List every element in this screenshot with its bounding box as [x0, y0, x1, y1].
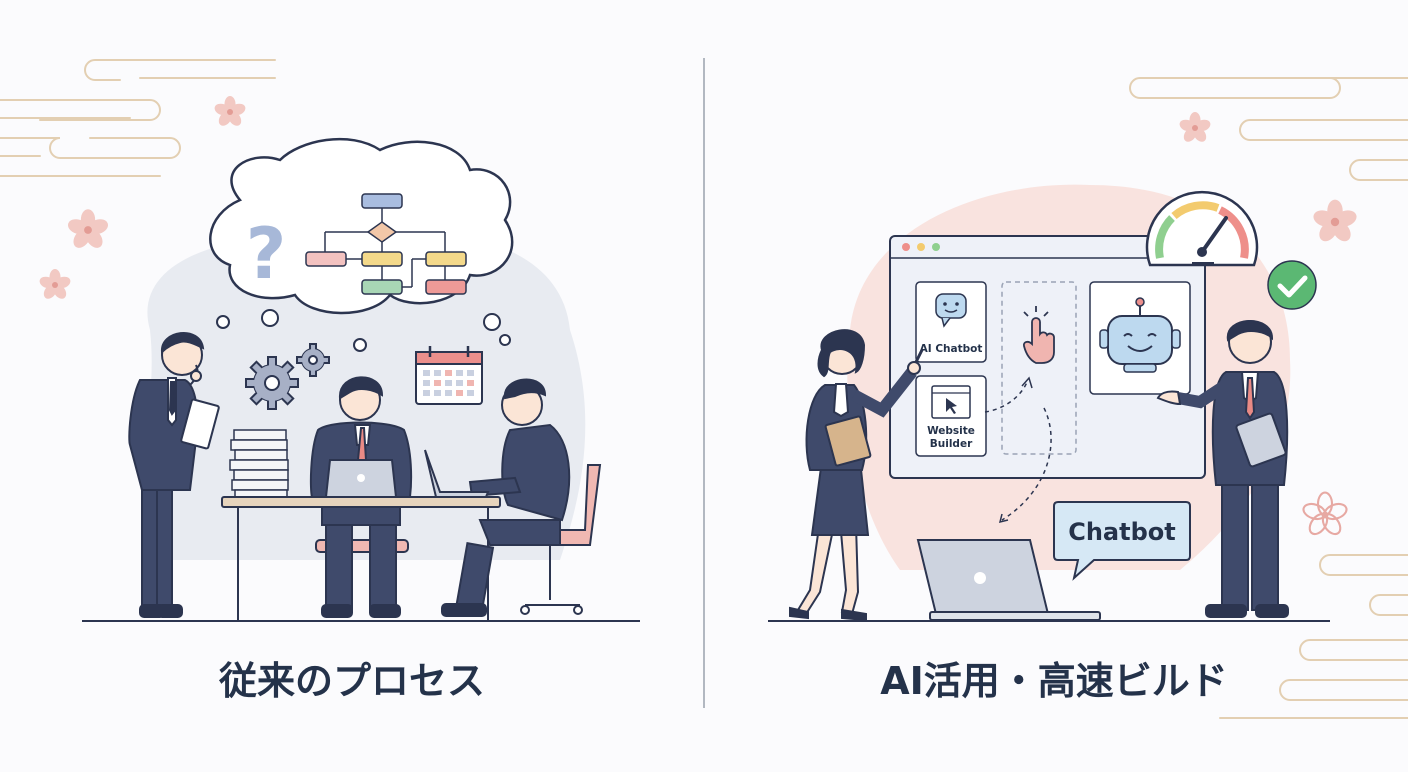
flowchart-step-2 [361, 251, 403, 267]
calendar-icon [415, 346, 483, 405]
left-panel: ? [82, 137, 640, 703]
gear-icon [245, 343, 330, 410]
website-builder-card: Website Builder [915, 375, 987, 457]
robot-card [1089, 281, 1191, 395]
sakura-flower-1 [213, 96, 247, 129]
dashed-arrow-up [984, 379, 1029, 413]
sakura-flower-5 [1311, 199, 1359, 245]
flowchart-step-1 [305, 251, 347, 267]
chatbot-speech-bubble: Chatbot [1053, 501, 1191, 581]
sakura-flower-6 [1300, 491, 1350, 539]
ai-chatbot-label: AI Chatbot [920, 343, 983, 355]
website-builder-label-2: Builder [930, 438, 973, 450]
question-mark: ? [246, 213, 287, 295]
thought-cloud [209, 137, 514, 352]
sakura-flower-3 [38, 269, 72, 302]
businessman-presenting [1156, 320, 1289, 618]
caption-left: 従来のプロセス [218, 659, 485, 703]
chatbot-bubble-text: Chatbot [1068, 518, 1176, 546]
pointer-hand-icon [1022, 306, 1055, 364]
flowchart-start [361, 193, 403, 209]
paper-stack [229, 429, 289, 499]
person-sitting-right [424, 378, 602, 617]
person-standing-thinking [128, 332, 220, 618]
flowchart-step-4 [361, 279, 403, 295]
caption-right: AI活用・高速ビルド [880, 659, 1228, 703]
laptop [916, 539, 1101, 621]
sakura-flower-2 [66, 209, 110, 252]
sakura-flower-4 [1178, 112, 1212, 145]
businesswoman [789, 329, 924, 622]
dashed-arrow-down [1001, 407, 1052, 521]
ai-chatbot-card: AI Chatbot [915, 281, 987, 363]
website-builder-label-1: Website [927, 425, 975, 437]
decor-cloud-right [1129, 77, 1408, 719]
flowchart-step-3 [425, 251, 467, 267]
flowchart-diagram [305, 193, 467, 295]
check-icon [1267, 260, 1317, 310]
person-sitting-center [309, 376, 413, 618]
right-panel: AI Chatbot Website Builder [768, 184, 1330, 703]
decor-cloud-left [0, 59, 276, 177]
speedometer-icon [1145, 190, 1259, 267]
drop-zone [1001, 281, 1077, 455]
flowchart-step-5 [425, 279, 467, 295]
